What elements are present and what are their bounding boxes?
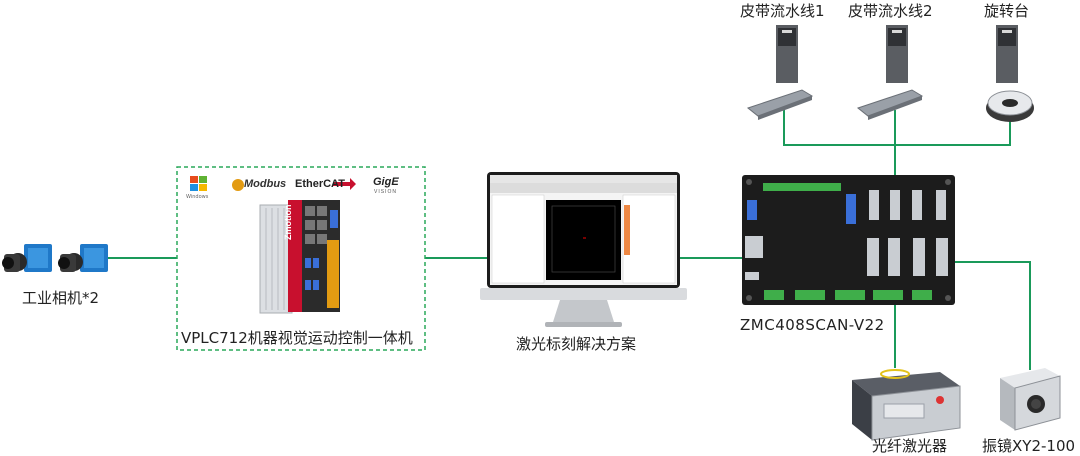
- zmc-controller: [742, 175, 955, 305]
- fiber-laser: [852, 369, 961, 441]
- ethercat-arrow-icon: [333, 178, 356, 190]
- laser-label: 光纤激光器: [872, 437, 948, 455]
- servo-drive-3: [996, 25, 1018, 83]
- vplc-brand-text: Zmotion: [283, 204, 293, 241]
- connection-lines: [108, 110, 1031, 370]
- gige-logo-subtext: VISION: [374, 189, 397, 195]
- conveyor2-label: 皮带流水线2: [848, 2, 933, 20]
- link-conveyors-rotary: [783, 110, 1011, 146]
- modbus-logo-icon: [232, 179, 244, 191]
- vplc-dashed-frame: [176, 166, 426, 351]
- conveyor-1: [746, 89, 814, 120]
- servo-drive-2: [886, 25, 908, 83]
- solution-label: 激光标刻解决方案: [516, 335, 637, 353]
- ethercat-logo-text: EtherCAT: [295, 178, 345, 190]
- conveyor-2: [856, 89, 924, 120]
- vplc-label: VPLC712机器视觉运动控制一体机: [181, 329, 413, 347]
- conveyor1-label: 皮带流水线1: [740, 2, 825, 20]
- rotary-label: 旋转台: [984, 2, 1030, 20]
- camera-label: 工业相机*2: [22, 289, 100, 307]
- camera-left: [2, 244, 52, 272]
- monitor: [480, 172, 687, 327]
- rotary-table: [986, 90, 1034, 122]
- windows-logo: [190, 176, 207, 191]
- camera-right: [58, 244, 108, 272]
- link-controller-galvo: [945, 261, 1031, 370]
- vplc-device: [259, 200, 340, 314]
- galvo-label: 振镜XY2-100: [982, 437, 1076, 455]
- gige-logo-text: GigE: [373, 176, 399, 188]
- modbus-logo-text: Modbus: [244, 178, 287, 190]
- windows-logo-text: Windows: [186, 194, 209, 200]
- controller-label: ZMC408SCAN-V22: [740, 316, 885, 334]
- servo-drive-1: [776, 25, 798, 83]
- galvo-scanner: [1000, 368, 1061, 431]
